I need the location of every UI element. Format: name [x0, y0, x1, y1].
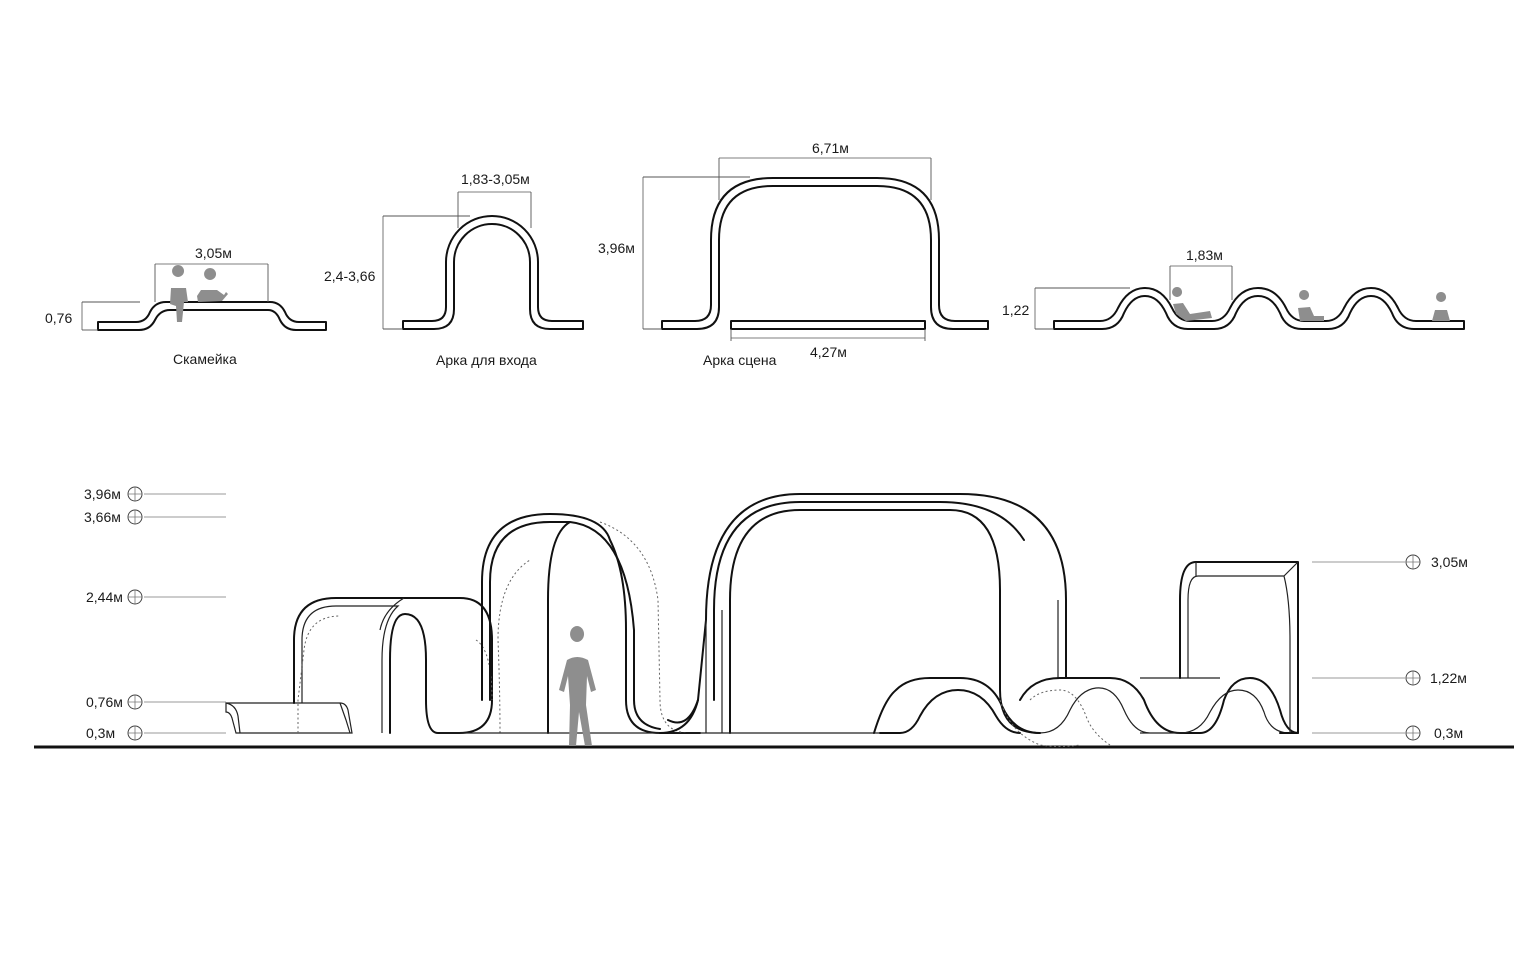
level-cross — [1406, 671, 1420, 685]
entrance-width-label: 1,83-3,05м — [461, 171, 530, 187]
level-label: 3,66м — [84, 509, 121, 525]
entrance-height-label: 2,4-3,66 — [324, 268, 376, 284]
level-cross — [1406, 726, 1420, 740]
bench-width-label: 3,05м — [195, 245, 232, 261]
stage-caption: Арка сцена — [703, 352, 777, 368]
level-cross — [128, 510, 142, 524]
tall-block-inner — [1187, 561, 1299, 733]
wave-width-label: 1,83м — [1186, 247, 1223, 263]
level-cross — [128, 726, 142, 740]
level-label: 3,96м — [84, 486, 121, 502]
entrance-caption: Арка для входа — [436, 352, 537, 368]
entrance-arch-shape — [402, 215, 584, 330]
entrance-arch-profile: 1,83-3,05м 2,4-3,66 Арка для входа — [324, 171, 584, 368]
stage-arch-side — [705, 600, 1059, 733]
bench-shape — [97, 301, 327, 331]
stage-height-label: 3,96м — [598, 240, 635, 256]
entrance-arch-inner — [489, 521, 661, 734]
stage-arch-inner — [667, 501, 1041, 734]
bench-block — [225, 702, 353, 734]
wave-height-label: 1,22 — [1002, 302, 1029, 318]
loop-hidden-edge — [297, 615, 493, 733]
tall-block — [1179, 561, 1299, 734]
wave-bench-edge — [1039, 677, 1291, 734]
human-scale-silhouette — [559, 626, 596, 746]
person-silhouette — [170, 265, 188, 322]
stage-arch-profile: 6,71м 4,27м 3,96м Арка сцена — [598, 140, 989, 368]
level-markers-right: 3,05м 1,22м 0,3м — [1312, 554, 1468, 741]
bench-height-label: 0,76 — [45, 310, 72, 326]
stage-platform — [730, 320, 926, 330]
stage-width-top-label: 6,71м — [812, 140, 849, 156]
elevation-view: 3,96м 3,66м 2,44м 0,76м 0,3м 3,05м — [34, 486, 1514, 749]
bench-profile: 3,05м 0,76 Скамейка — [45, 245, 327, 367]
level-markers-left: 3,96м 3,66м 2,44м 0,76м 0,3м — [84, 486, 226, 741]
stage-arch-outer — [659, 493, 1067, 734]
person-silhouette — [1298, 290, 1324, 321]
loop-segment — [293, 597, 493, 734]
level-label: 2,44м — [86, 589, 123, 605]
entrance-arch-hidden — [497, 521, 691, 734]
loop-inner-edge — [301, 597, 405, 733]
level-label: 1,22м — [1430, 670, 1467, 686]
wave-bench-1 — [873, 677, 1041, 734]
level-cross — [128, 590, 142, 604]
entrance-arch-outer — [481, 513, 701, 734]
level-cross — [1406, 555, 1420, 569]
person-silhouette — [1172, 287, 1212, 321]
level-label: 0,3м — [1434, 725, 1463, 741]
level-label: 0,3м — [86, 725, 115, 741]
wave-profile: 1,83м 1,22 — [1002, 247, 1465, 330]
wave-bench-2 — [1019, 677, 1299, 734]
level-label: 0,76м — [86, 694, 123, 710]
wave-shape — [1053, 287, 1465, 330]
level-cross — [128, 695, 142, 709]
wave-bench-hidden — [999, 689, 1111, 747]
bench-seat-edge — [225, 702, 351, 734]
stage-arch-shape — [661, 177, 989, 330]
level-cross — [128, 487, 142, 501]
stage-width-stage-label: 4,27м — [810, 344, 847, 360]
bench-caption: Скамейка — [173, 351, 237, 367]
person-silhouette — [197, 268, 228, 302]
level-label: 3,05м — [1431, 554, 1468, 570]
person-silhouette — [1432, 292, 1450, 321]
